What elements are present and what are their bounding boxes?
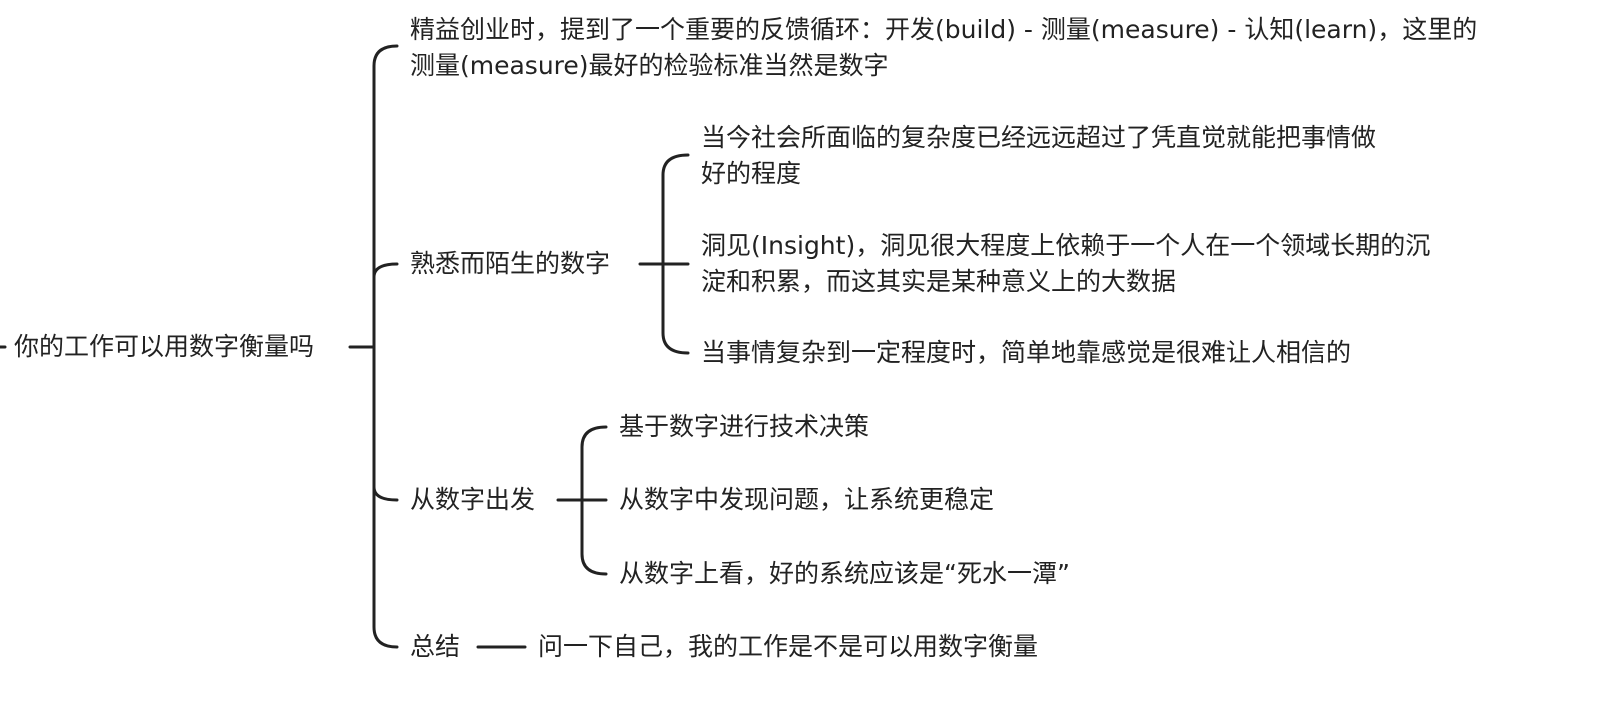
branch-node-start-from-numbers: 从数字出发: [410, 485, 536, 514]
leaf-node-feeling: 当事情复杂到一定程度时，简单地靠感觉是很难让人相信的: [701, 338, 1352, 367]
leaf-node-insight: 洞见(Insight)，洞见很大程度上依赖于一个人在一个领域长期的沉淀和积累，而…: [701, 231, 1431, 296]
leaf-node-good-system: 从数字上看，好的系统应该是“死水一潭”: [619, 559, 1070, 588]
branch-tick-3: [372, 485, 399, 502]
branch-node-summary: 总结: [410, 632, 461, 661]
leaf-node-complexity: 当今社会所面临的复杂度已经远远超过了凭直觉就能把事情做好的程度: [701, 123, 1377, 188]
branch-tick-2: [372, 262, 399, 279]
branch-node-lean-startup: 精益创业时，提到了一个重要的反馈循环：开发(build) - 测量(measur…: [410, 15, 1478, 80]
branch-node-familiar-numbers: 熟悉而陌生的数字: [410, 249, 611, 278]
branch2-brace: [661, 153, 690, 355]
leaf-node-ask-yourself: 问一下自己，我的工作是不是可以用数字衡量: [538, 632, 1039, 661]
leaf-node-find-problems: 从数字中发现问题，让系统更稳定: [619, 485, 995, 514]
root-node: 你的工作可以用数字衡量吗: [14, 332, 315, 361]
main-brace: [372, 44, 399, 649]
leaf-node-tech-decision: 基于数字进行技术决策: [619, 412, 870, 441]
